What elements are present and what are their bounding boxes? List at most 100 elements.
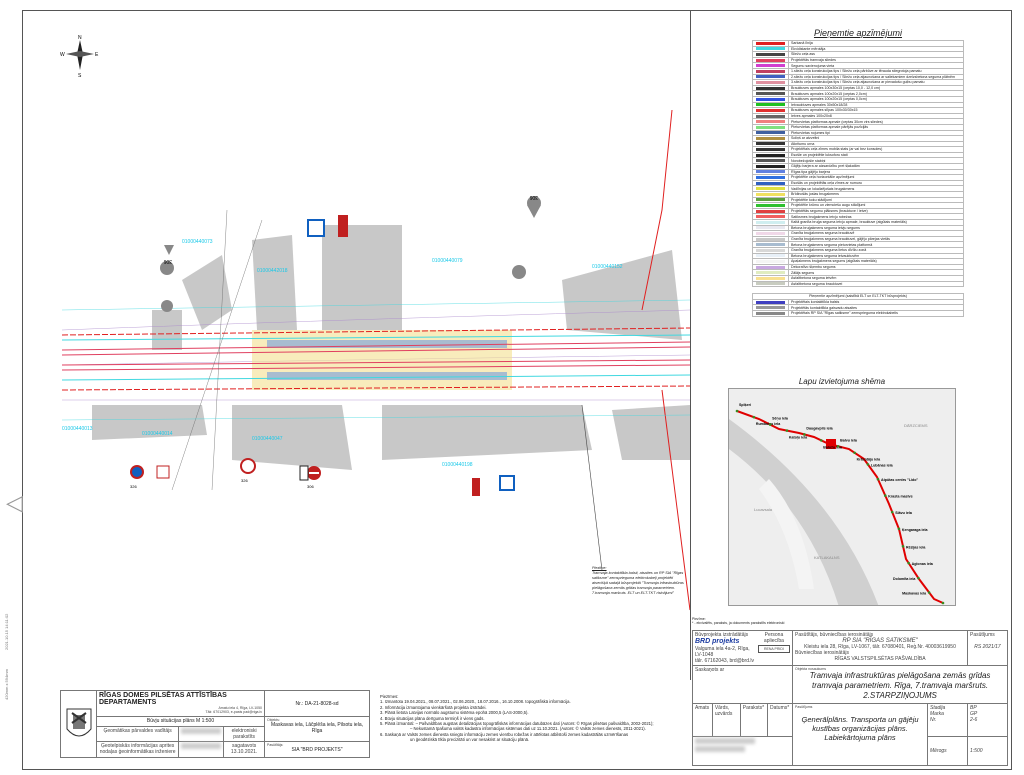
site-plan[interactable]: 01000440073 01000442018 01000440079 0100… (22, 10, 690, 685)
legend-swatch (756, 231, 785, 235)
legend-item: 2.sliežu ceļa konstrukcijas tips / Sliež… (752, 73, 964, 81)
note-item: 3. Plānā lietota Latvijas normālo augstu… (380, 710, 529, 716)
stop-marker (897, 527, 901, 531)
remark-text: * - ekvivalēts, paraksts, ja dokuments p… (692, 621, 785, 626)
client-label: Pasūtītājs: (267, 743, 284, 748)
parcel-label: 01000442018 (257, 268, 288, 274)
timestamp-label: 2021.10.15 14:11:02 (4, 613, 9, 650)
legend-swatch (756, 120, 785, 124)
stop-marker (803, 433, 806, 436)
redacted-name (181, 743, 222, 750)
legend-swatch (756, 192, 785, 196)
legend-swatch (756, 198, 785, 202)
note-item: 6. Saskaņā ar Valsts zemes dienesta snie… (380, 731, 629, 737)
col-header: Datums* (767, 703, 794, 737)
client-name: RP SIA "RĪGAS SATIKSME" (842, 638, 918, 644)
legend-swatch (756, 80, 785, 84)
stop-marker (876, 477, 880, 481)
drawing-frame (22, 10, 1012, 770)
field-key: Mērogs (930, 747, 947, 754)
object-title: Tramvaja infrastruktūras pielāgošana zem… (809, 671, 991, 700)
legend-swatch (756, 300, 785, 304)
stop-marker (917, 576, 920, 580)
legend-label: Ietvauktuves apmales 30x50x18/28 (788, 101, 964, 109)
plan-note-title: Piezīme: (592, 566, 607, 570)
brd-logo: BRD projekts (695, 638, 740, 645)
stop-label: Dolomīta iela (893, 577, 916, 581)
legend-swatch (756, 108, 785, 112)
legend-swatch (756, 220, 785, 224)
stop-label: Lubānas iela (871, 463, 894, 467)
client-value: SIA "BRD PROJEKTS" (291, 747, 343, 754)
legend-label: Projektētais kontakttīkla balsts (788, 298, 964, 306)
stop-marker (768, 423, 772, 426)
legend-item: Projektētais RP SIA "Rīgas satiksme" zem… (752, 309, 964, 317)
legend-item: Segumu savienojuma vieta (752, 62, 964, 69)
sheet-title: Ģenerālplāns. Transporta un gājēju kustī… (801, 715, 919, 742)
col-header: Paraksts* (739, 703, 769, 737)
field-key: Marka (930, 711, 944, 717)
legend-label: Pieturvietas platformas apmale (ceptas 3… (788, 118, 964, 125)
col-header: Amats (692, 703, 713, 737)
document-number: Nr.: DA-21-8028-sd (264, 689, 370, 718)
stop-label: Daugavpils iela (806, 426, 833, 430)
legend-item: Pieturvietas platformas apmale (ceptas 3… (752, 118, 964, 125)
legend-swatch (756, 282, 785, 286)
legend-item: Brauktuves apmales 100x30x15 (ceptas 10,… (752, 84, 964, 92)
plan-note: Piezīme: Tramvaja kontakttīkla balsti, a… (592, 566, 688, 596)
north-arrow-icon: N E S W (60, 35, 99, 78)
legend-item: Projektētās kontakttīkla gaisvadu atsait… (752, 304, 964, 311)
row1-status: elektroniski parakstīts (223, 725, 265, 743)
stop-label: Katoļu iela (789, 436, 808, 440)
divider (690, 10, 691, 680)
legend-item: 3.sliežu ceļa konstrukcijas tips / Sliež… (752, 79, 964, 86)
legend-swatch (756, 254, 785, 258)
agreed-label: Saskaņots ar (691, 665, 794, 704)
org-address: Amatu iela 4, Rīga, LV-1050 (218, 706, 262, 710)
legend-swatch (756, 259, 785, 263)
legend-swatch (756, 148, 785, 152)
legend-swatch (756, 97, 785, 101)
legend-label: Dekoratīvo šķembu segums (788, 263, 964, 271)
legend-swatch (756, 187, 785, 191)
legend-item: Betona bruģakmens seguma ietvauktuvēm (752, 252, 964, 260)
legend-label: Segumu savienojuma vieta (788, 62, 964, 69)
stop-marker (853, 451, 856, 455)
legend-swatch (756, 131, 785, 135)
legend-item: 1.sliežu ceļa konstrukcijas tips / Sliež… (752, 68, 964, 75)
legend-title: Pieņemtie apzīmējumi (813, 28, 903, 38)
legend-label: Ietves apmales 100x20x8 (788, 112, 964, 120)
riga-coat-of-arms-icon (66, 708, 91, 737)
legend-swatch (756, 125, 785, 129)
sheet-arrow-icon: ◁ (6, 490, 23, 515)
remark-label: Piezīme: (692, 617, 706, 621)
stop-marker (927, 591, 931, 594)
district-label: KATLAKALNS (814, 555, 840, 560)
note-item: 1. Izmantota 19.04.2021., 08.07.2021., 0… (380, 699, 571, 705)
legend-swatch (756, 164, 785, 168)
legend-swatch (756, 265, 785, 269)
stop-marker (866, 463, 870, 466)
legend2-title: Pieņemtie apzīmējumi (saistībā ELT un EL… (752, 293, 964, 300)
legend-item: Asfaltbetona seguma brauktuvei (752, 280, 964, 288)
legend-label: Projektētās kontakttīkla gaisvadu atsait… (788, 304, 964, 311)
legend-swatch (756, 114, 785, 118)
stop-marker (752, 415, 756, 419)
notes-title: Piezīmes: (380, 694, 399, 699)
legend-label: 3.sliežu ceļa konstrukcijas tips / Sliež… (788, 79, 964, 86)
legend-swatch (756, 306, 785, 310)
compass-e: E (95, 52, 99, 58)
redacted-name (181, 727, 222, 734)
legend-item: Dekoratīvo šķembu segums (752, 263, 964, 271)
note-item: 5. Plānā izmantoti: – Pašvaldības augsta… (380, 721, 654, 727)
legend-swatch (756, 92, 785, 96)
compass-w: W (60, 52, 65, 58)
designer-contacts: tālr. 67162043, brd@brd.lv (695, 658, 755, 664)
legend-label: Betona bruģakmens seguma ietvauktuvēm (788, 252, 964, 260)
field-value: GP (970, 711, 978, 717)
stop-label: Spīķeri (739, 403, 751, 407)
legend-swatch (756, 142, 785, 146)
legend-item: Brauktuves apmales slīpas 100x30/30x15 (752, 107, 964, 114)
object-label: Objekta nosaukums (795, 667, 826, 671)
